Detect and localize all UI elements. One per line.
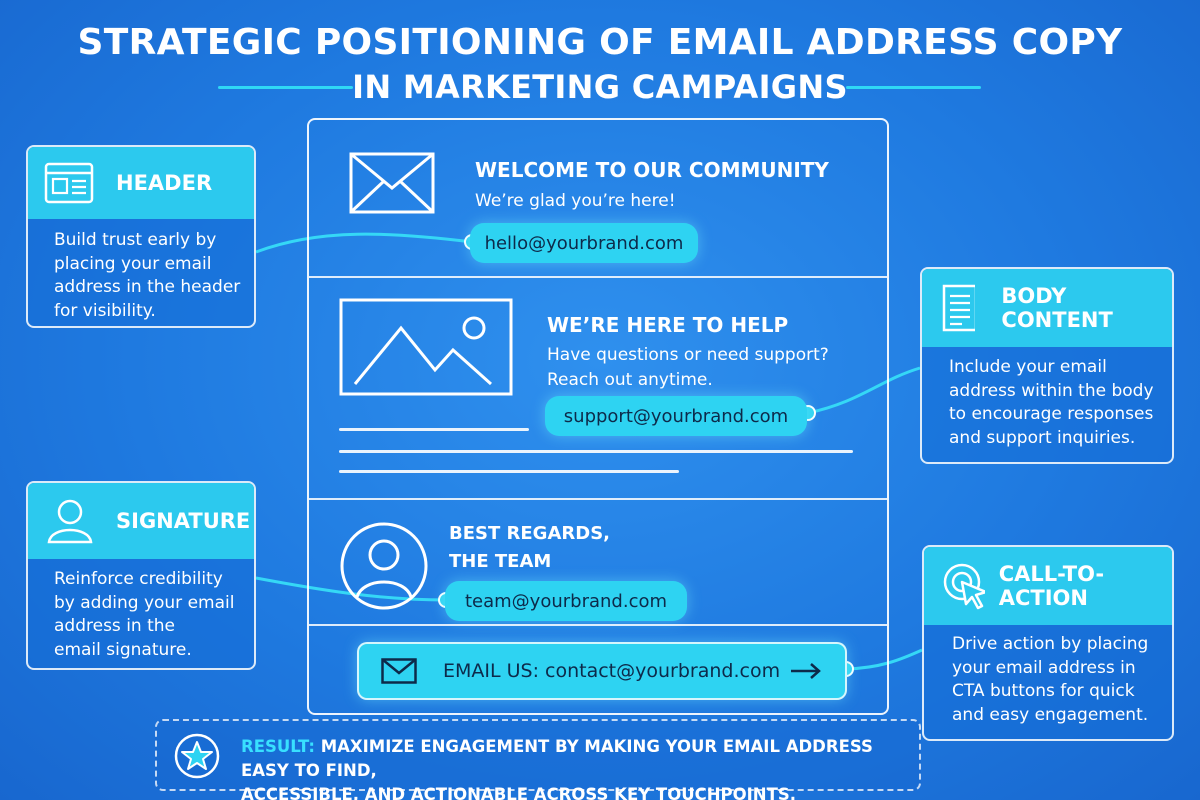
card-header-text-line: address in the header: [54, 277, 241, 297]
card-header: HEADER Build trust early by placing your…: [26, 145, 256, 328]
card-cta-text-line: and easy engagement.: [952, 704, 1149, 725]
card-body-content: BODY CONTENT Include your email address …: [920, 267, 1174, 464]
card-cta-text-line: your email address in: [952, 657, 1136, 678]
card-cta: CALL-TO-ACTION Drive action by placing y…: [922, 545, 1174, 741]
star-badge-icon: [174, 733, 220, 779]
cta-email-button[interactable]: EMAIL US: contact@yourbrand.com: [357, 642, 847, 700]
header-email-pill[interactable]: hello@yourbrand.com: [470, 223, 698, 263]
result-box: RESULT: MAXIMIZE ENGAGEMENT BY MAKING YO…: [155, 719, 921, 800]
result-text-line2: ACCESSIBLE, AND ACTIONABLE ACROSS KEY TO…: [241, 785, 797, 800]
text-placeholder-line: [339, 470, 679, 473]
signature-email-pill[interactable]: team@yourbrand.com: [445, 581, 687, 621]
envelope-icon: [381, 658, 417, 684]
envelope-icon: [349, 152, 435, 214]
card-signature-text-line: email signature.: [54, 639, 192, 660]
connector-body: [807, 366, 921, 415]
body-text-line2: Reach out anytime.: [547, 370, 713, 390]
title-rule-right: [846, 86, 981, 89]
text-placeholder-line: [339, 450, 853, 453]
card-signature-title: SIGNATURE: [116, 509, 251, 533]
text-placeholder-line: [339, 428, 529, 431]
section-divider: [309, 624, 887, 626]
arrow-right-icon: [791, 663, 821, 679]
card-signature-text-line: address in the: [54, 616, 175, 636]
result-label: RESULT:: [241, 737, 315, 756]
page-title: STRATEGIC POSITIONING OF EMAIL ADDRESS C…: [77, 22, 1123, 63]
connector-header: [255, 232, 473, 254]
section-divider: [309, 276, 887, 278]
card-body-content-text-line: address within the body: [949, 380, 1154, 401]
document-icon: [942, 284, 976, 332]
card-body-content-text-line: and support inquiries.: [949, 427, 1136, 448]
card-header-text-line: placing your email: [54, 253, 212, 274]
section-divider: [309, 498, 887, 500]
body-text-line1: Have questions or need support?: [547, 345, 829, 365]
card-signature-text-line: by adding your email: [54, 592, 235, 613]
email-mockup: WELCOME TO OUR COMMUNITY We’re glad you’…: [307, 118, 889, 715]
user-avatar-icon: [340, 522, 428, 610]
card-signature: SIGNATURE Reinforce credibility by addin…: [26, 481, 256, 670]
cta-label: EMAIL US: contact@yourbrand.com: [443, 660, 781, 682]
body-email-pill[interactable]: support@yourbrand.com: [545, 396, 807, 436]
browser-window-icon: [44, 162, 94, 204]
header-heading: WELCOME TO OUR COMMUNITY: [475, 158, 829, 182]
card-signature-text-line: Reinforce credibility: [54, 569, 223, 589]
header-subheading: We’re glad you’re here!: [475, 191, 676, 211]
connector-signature: [255, 576, 447, 602]
title-rule-left: [218, 86, 353, 89]
card-header-text-line: Build trust early by: [54, 230, 217, 250]
card-body-content-text-line: to encourage responses: [949, 404, 1154, 424]
click-cursor-icon: [943, 563, 985, 610]
card-header-title: HEADER: [116, 171, 213, 195]
signature-line2: THE TEAM: [449, 551, 552, 572]
body-heading: WE’RE HERE TO HELP: [547, 313, 789, 337]
card-body-content-title: BODY CONTENT: [1001, 284, 1113, 332]
image-placeholder-icon: [339, 298, 513, 396]
card-cta-title: CALL-TO-ACTION: [998, 562, 1105, 610]
card-body-content-text-line: Include your email: [949, 357, 1107, 377]
result-text-line1: MAXIMIZE ENGAGEMENT BY MAKING YOUR EMAIL…: [241, 737, 873, 780]
user-icon: [47, 499, 93, 544]
page-subtitle: IN MARKETING CAMPAIGNS: [352, 68, 848, 106]
card-cta-text-line: CTA buttons for quick: [952, 681, 1135, 701]
card-cta-text-line: Drive action by placing: [952, 634, 1149, 654]
signature-line1: BEST REGARDS,: [449, 523, 610, 544]
card-header-text-line: for visibility.: [54, 300, 156, 321]
